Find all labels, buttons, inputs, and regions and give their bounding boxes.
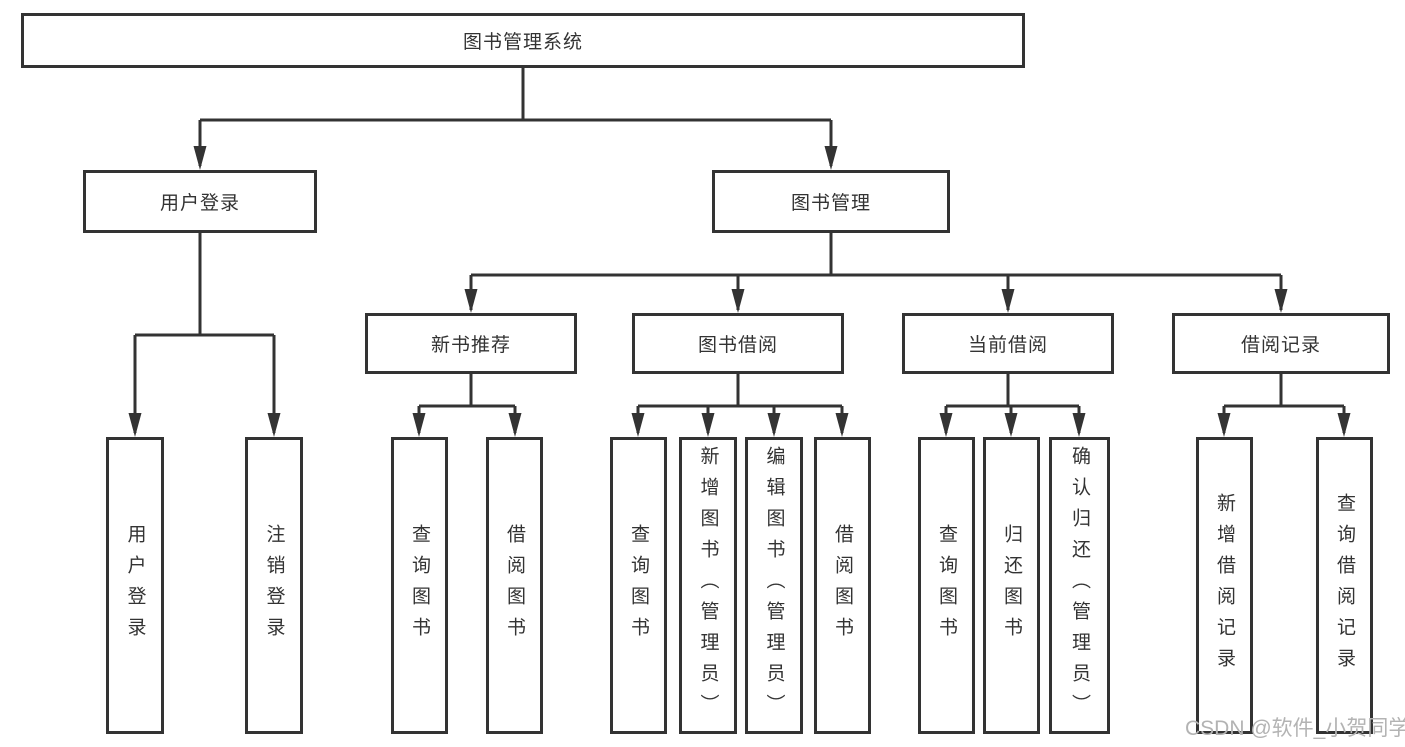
leaf-label: 借阅图书 — [832, 523, 853, 648]
node-user-login: 用户登录 — [83, 170, 317, 233]
leaf-label: 查询图书 — [409, 523, 430, 648]
node-current-borrow: 当前借阅 — [902, 313, 1114, 374]
leaf-query-borrow-record: 查询借阅记录 — [1316, 437, 1373, 734]
leaf-label: 用户登录 — [124, 523, 146, 648]
leaf-query-books-current: 查询图书 — [918, 437, 975, 734]
leaf-logout: 注销登录 — [245, 437, 303, 734]
node-book-management: 图书管理 — [712, 170, 950, 233]
node-new-book-recommend: 新书推荐 — [365, 313, 577, 374]
node-book-borrow: 图书借阅 — [632, 313, 844, 374]
leaf-edit-book-admin: 编辑图书（管理员） — [745, 437, 803, 734]
leaf-return-book: 归还图书 — [983, 437, 1040, 734]
csdn-watermark: CSDN @软件_小贺同学 — [1185, 717, 1405, 740]
leaf-label: 新增借阅记录 — [1214, 492, 1235, 679]
leaf-user-login: 用户登录 — [106, 437, 164, 734]
node-library-system: 图书管理系统 — [21, 13, 1025, 68]
leaf-borrow-books-recommend: 借阅图书 — [486, 437, 543, 734]
leaf-label: 查询借阅记录 — [1334, 492, 1355, 679]
leaf-label: 归还图书 — [1001, 523, 1022, 648]
leaf-label: 新增图书（管理员） — [697, 446, 719, 725]
leaf-label: 查询图书 — [936, 523, 957, 648]
leaf-add-book-admin: 新增图书（管理员） — [679, 437, 737, 734]
leaf-label: 注销登录 — [263, 523, 285, 648]
leaf-query-books-recommend: 查询图书 — [391, 437, 448, 734]
leaf-label: 查询图书 — [628, 523, 649, 648]
leaf-label: 确认归还（管理员） — [1069, 446, 1090, 725]
leaf-label: 借阅图书 — [504, 523, 525, 648]
arrowheads — [128, 146, 1351, 437]
leaf-query-books-borrow: 查询图书 — [610, 437, 667, 734]
leaf-confirm-return-admin: 确认归还（管理员） — [1049, 437, 1110, 734]
node-borrow-records: 借阅记录 — [1172, 313, 1390, 374]
leaf-add-borrow-record: 新增借阅记录 — [1196, 437, 1253, 734]
leaf-borrow-books: 借阅图书 — [814, 437, 871, 734]
leaf-label: 编辑图书（管理员） — [763, 446, 785, 725]
